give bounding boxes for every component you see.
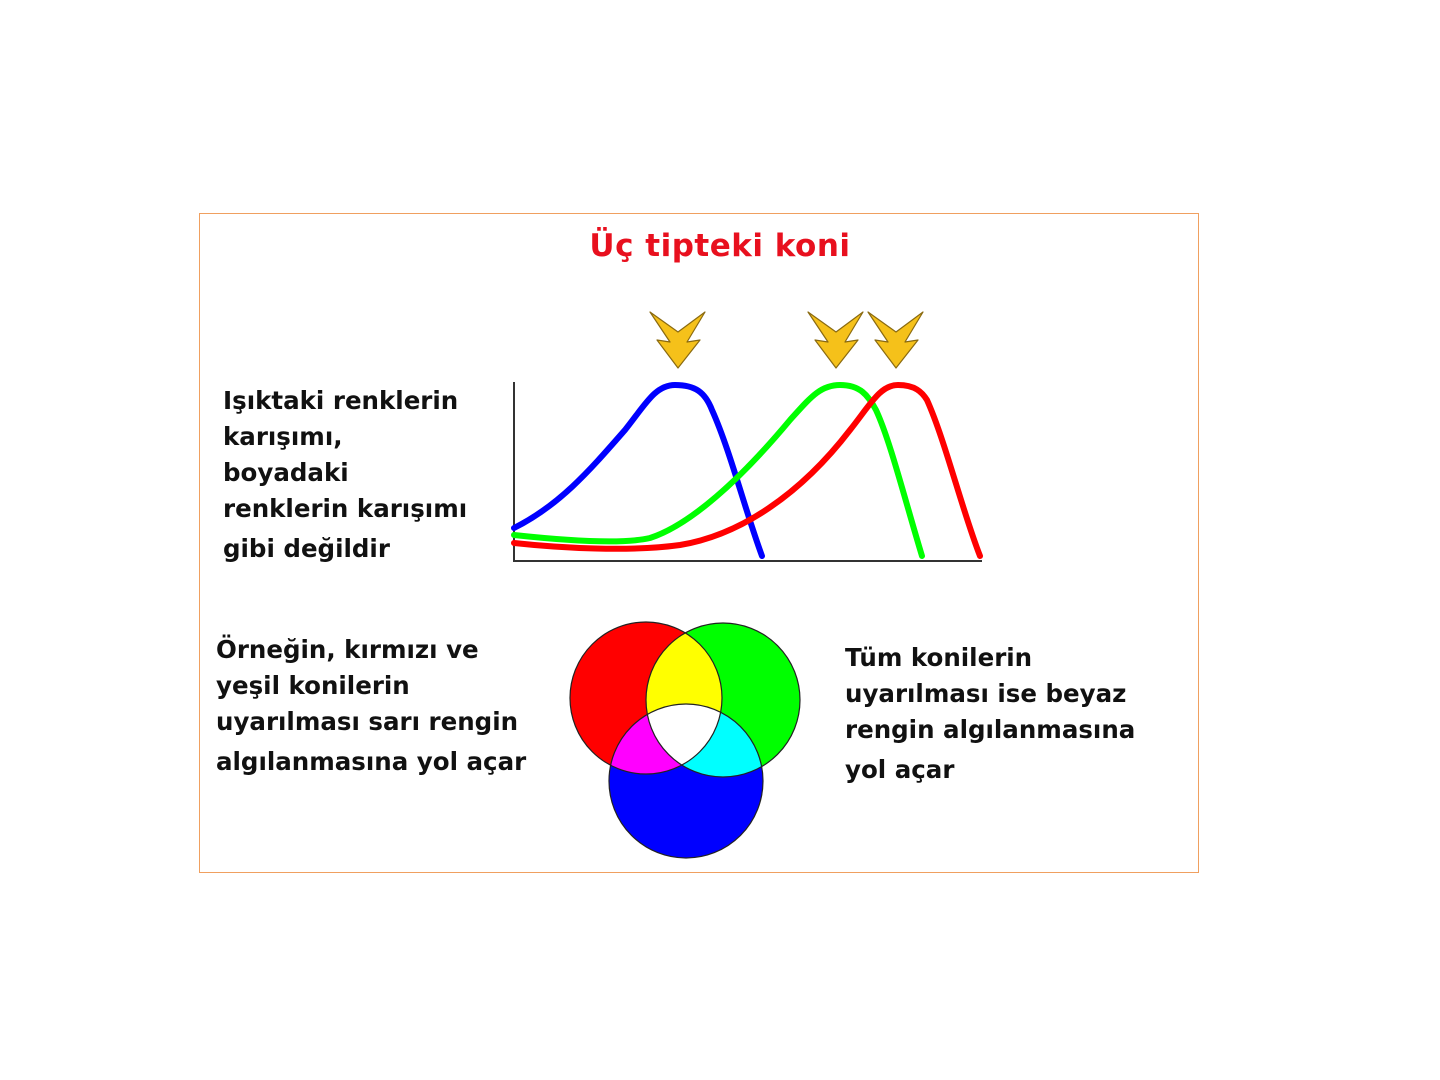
text-line: rengin algılanmasına [845, 715, 1136, 744]
down-arrow-icon [807, 311, 864, 369]
text-line: Örneğin, kırmızı ve [216, 635, 479, 664]
blue-cone-curve [511, 381, 765, 559]
down-arrow-icon [867, 311, 924, 369]
text-line: yol açar [845, 755, 955, 784]
text-line: yeşil konilerin [216, 671, 410, 700]
red-cone-curve [511, 381, 983, 559]
text-line: gibi değildir [223, 534, 390, 563]
text-line: Işıktaki renklerin [223, 386, 459, 415]
chart-axes [513, 382, 982, 562]
green-cone-curve [511, 381, 925, 559]
right-bottom-text: Tüm konilerin uyarılması ise beyaz rengi… [845, 640, 1135, 788]
text-line: uyarılması sarı rengin [216, 707, 519, 736]
text-line: karışımı, [223, 422, 343, 451]
text-line: renklerin karışımı [223, 494, 468, 523]
left-bottom-text: Örneğin, kırmızı ve yeşil konilerin uyar… [216, 632, 526, 780]
text-line: boyadaki [223, 458, 349, 487]
left-top-text: Işıktaki renklerin karışımı, boyadaki re… [223, 383, 467, 567]
text-line: algılanmasına yol açar [216, 747, 527, 776]
down-arrow-icon [649, 311, 706, 369]
text-line: Tüm konilerin [845, 643, 1033, 672]
text-line: uyarılması ise beyaz [845, 679, 1127, 708]
additive-color-venn [569, 621, 801, 859]
slide-title: Üç tipteki koni [589, 228, 851, 264]
